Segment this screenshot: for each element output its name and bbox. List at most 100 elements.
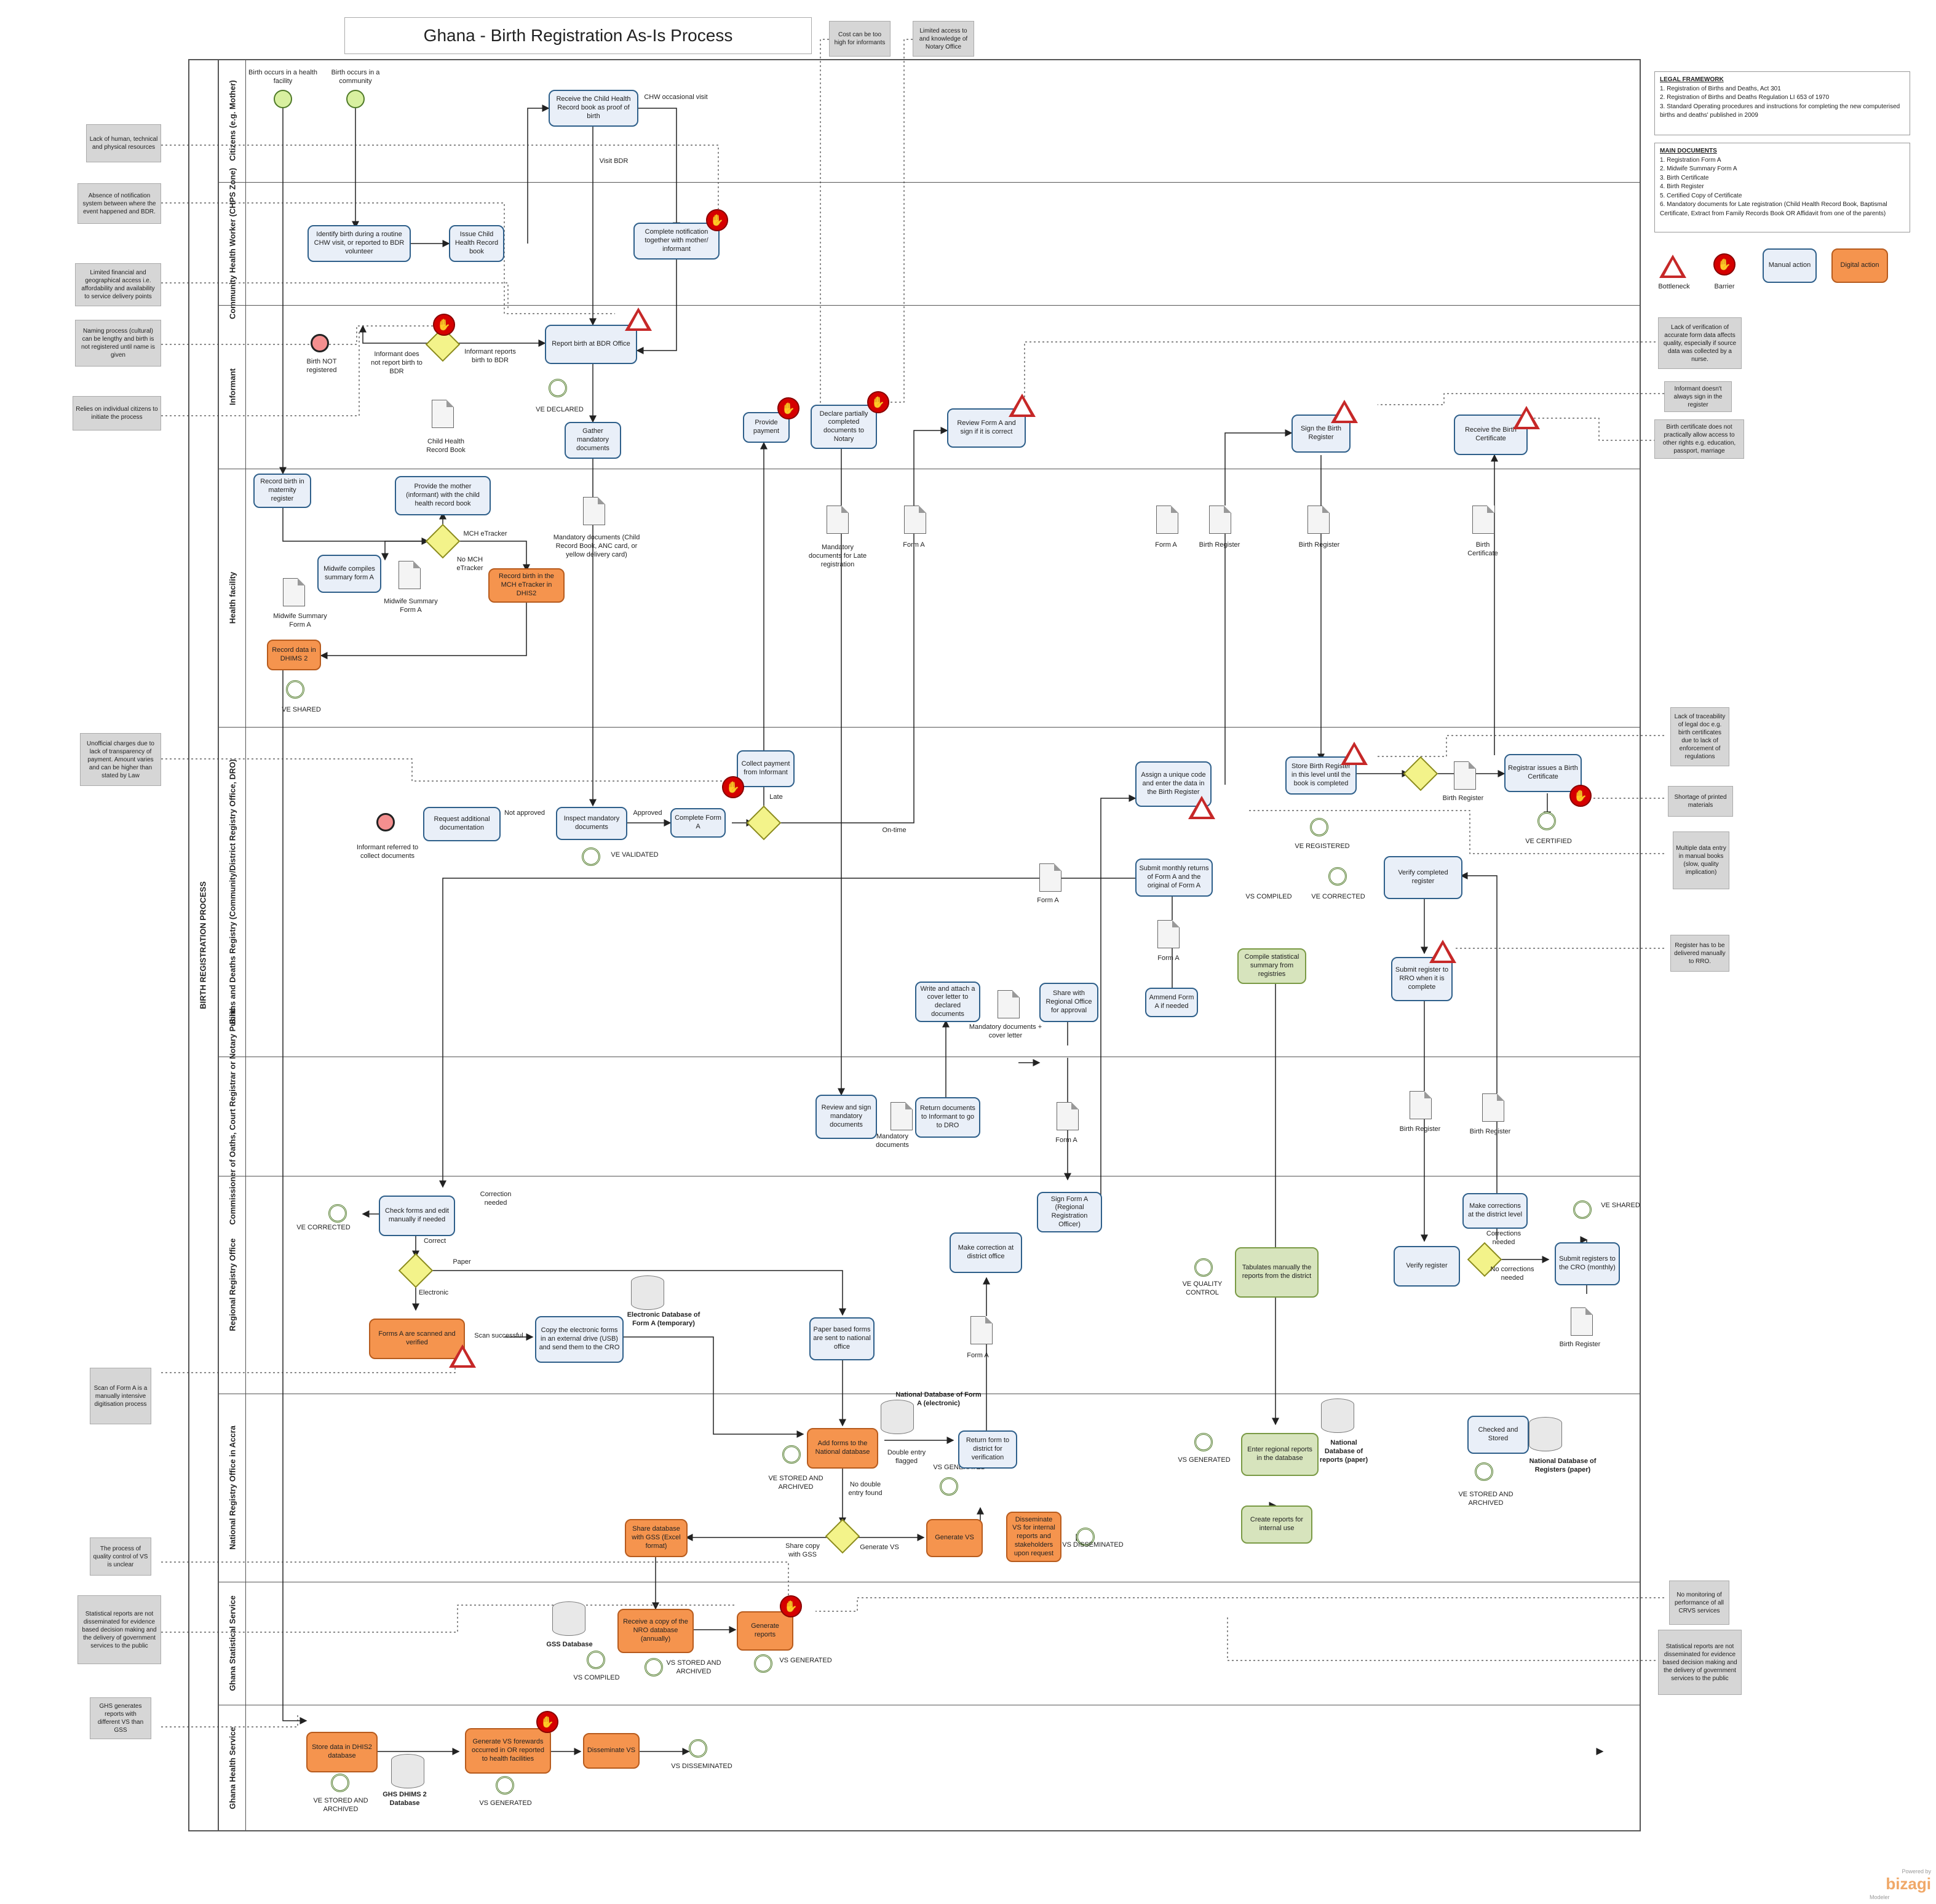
task-correction-district[interactable]: Make correction at district office <box>950 1232 1022 1273</box>
document-birth-register-6 <box>1571 1307 1593 1336</box>
task-return-docs[interactable]: Return documents to Informant to go to D… <box>915 1097 980 1138</box>
task-declare-partially[interactable]: Declare partially completed documents to… <box>811 405 877 449</box>
label-ghs-db: GHS DHIMS 2 Database <box>383 1791 427 1807</box>
label-birth-certificate: Birth Certificate <box>1467 541 1498 557</box>
document-midwife-summary-left <box>283 578 305 606</box>
task-provide-payment[interactable]: Provide payment <box>743 412 790 443</box>
document-form-a-5 <box>1057 1102 1079 1130</box>
task-amend-form[interactable]: Ammend Form A if needed <box>1145 988 1198 1017</box>
task-sign-form-a[interactable]: Sign Form A (Regional Registration Offic… <box>1037 1192 1102 1232</box>
task-add-forms[interactable]: Add forms to the National database <box>807 1428 878 1469</box>
task-make-corrections[interactable]: Make corrections at the district level <box>1462 1193 1528 1229</box>
task-collect-payment[interactable]: Collect payment from Informant <box>737 750 795 787</box>
task-midwife-compiles[interactable]: Midwife compiles summary form A <box>317 555 381 593</box>
label-vs-compiled: VS COMPILED <box>1245 893 1292 900</box>
task-store-dhis2[interactable]: Store data in DHIS2 database <box>306 1732 378 1772</box>
document-birth-register-5 <box>1482 1093 1504 1122</box>
task-provide-mother[interactable]: Provide the mother (informant) with the … <box>395 476 491 515</box>
task-record-dhims[interactable]: Record data in DHIMS 2 <box>267 640 321 670</box>
bottleneck-icon-submit <box>1429 940 1456 963</box>
task-verify-reg[interactable]: Verify register <box>1394 1246 1460 1287</box>
label-generate-vs: Generate VS <box>860 1544 899 1551</box>
task-write-cover[interactable]: Write and attach a cover letter to decla… <box>915 982 980 1022</box>
document-birth-register-1 <box>1209 506 1231 534</box>
database-national-registers <box>1529 1417 1562 1451</box>
label-ve-shared-regional: VE SHARED <box>1601 1202 1640 1209</box>
task-checked-stored[interactable]: Checked and Stored <box>1467 1416 1529 1454</box>
task-enter-regional[interactable]: Enter regional reports in the database <box>1241 1433 1319 1476</box>
task-submit-rro[interactable]: Submit register to RRO when it is comple… <box>1391 957 1453 1001</box>
task-submit-cro[interactable]: Submit registers to the CRO (monthly) <box>1555 1242 1620 1285</box>
task-verify-register[interactable]: Verify completed register <box>1384 856 1462 899</box>
label-form-a-3: Form A <box>1037 897 1059 904</box>
task-submit-monthly[interactable]: Submit monthly returns of Form A and the… <box>1135 859 1213 897</box>
task-disseminate-vs[interactable]: Disseminate VS <box>583 1733 640 1769</box>
task-assign-code[interactable]: Assign a unique code and enter the data … <box>1135 761 1212 807</box>
start-event-health-facility <box>274 90 292 108</box>
task-generate-forewords[interactable]: Generate VS forewards occurred in OR rep… <box>465 1728 551 1774</box>
barrier-icon-notification: ✋ <box>706 209 728 231</box>
label-vs-stored-gss: VS STORED AND ARCHIVED <box>666 1659 721 1675</box>
label-ve-stored-ghs: VE STORED AND ARCHIVED <box>313 1797 368 1813</box>
document-birth-register-4 <box>1410 1091 1432 1119</box>
task-report-birth[interactable]: Report birth at BDR Office <box>545 325 637 364</box>
note-informant-not-sign: Informant doesn't always sign in the reg… <box>1664 381 1732 412</box>
document-midwife-summary-right <box>399 561 421 589</box>
lane-label-citizens: Citizens (e.g. Mother) <box>219 59 246 182</box>
note-no-monitoring: No monitoring of performance of all CRVS… <box>1669 1581 1729 1625</box>
task-request-docs[interactable]: Request additional documentation <box>423 807 501 841</box>
task-copy-electronic[interactable]: Copy the electronic forms in an external… <box>535 1316 624 1363</box>
document-birth-register-2 <box>1307 506 1330 534</box>
note-limited-notary: Limited access to and knowledge of Notar… <box>913 21 974 57</box>
task-create-reports[interactable]: Create reports for internal use <box>1241 1505 1312 1544</box>
event-vs-compiled-gss <box>587 1651 605 1669</box>
task-return-district[interactable]: Return form to district for verification <box>958 1430 1017 1469</box>
task-share-gss[interactable]: Share database with GSS (Excel format) <box>625 1519 688 1557</box>
document-birth-register-3 <box>1454 761 1476 790</box>
brand-powered-by: Powered by <box>1902 1868 1931 1874</box>
bottleneck-icon-assign <box>1188 796 1215 819</box>
note-relies-citizens: Relies on individual citizens to initiat… <box>73 396 161 430</box>
label-child-health-book: Child Health Record Book <box>426 438 466 454</box>
task-generate-vs[interactable]: Generate VS <box>926 1519 983 1557</box>
task-compile-summary[interactable]: Compile statistical summary from registr… <box>1237 948 1306 984</box>
task-inspect-docs[interactable]: Inspect mandatory documents <box>556 807 627 840</box>
lane-regional <box>219 1176 1641 1394</box>
task-receive-chr[interactable]: Receive the Child Health Record book as … <box>549 90 638 127</box>
legend-manual-action: Manual action <box>1763 248 1817 283</box>
event-ve-stored-ghs <box>331 1774 349 1792</box>
note-multiple-entry: Multiple data entry in manual books (slo… <box>1673 831 1729 889</box>
pool-label: BIRTH REGISTRATION PROCESS <box>188 59 219 1831</box>
task-identify-birth[interactable]: Identify birth during a routine CHW visi… <box>307 225 411 262</box>
lane-notary <box>219 1057 1641 1176</box>
task-share-regional[interactable]: Share with Regional Office for approval <box>1039 983 1098 1022</box>
label-ve-quality: VE QUALITY CONTROL <box>1182 1280 1223 1296</box>
bottleneck-icon-report <box>625 307 652 331</box>
task-registrar-issues[interactable]: Registrar issues a Birth Certificate <box>1504 754 1582 792</box>
task-gather-docs[interactable]: Gather mandatory documents <box>565 422 621 459</box>
task-review-sign[interactable]: Review and sign mandatory documents <box>815 1095 877 1139</box>
label-vs-compiled-gss: VS COMPILED <box>573 1674 620 1681</box>
legend-digital-action: Digital action <box>1831 248 1888 283</box>
label-ve-corrected-regional: VE CORRECTED <box>296 1224 351 1231</box>
task-tabulate[interactable]: Tabulates manually the reports from the … <box>1235 1247 1319 1298</box>
lane-label-ghs: Ghana Health Service <box>219 1705 246 1831</box>
task-disseminate-internal[interactable]: Disseminate VS for internal reports and … <box>1006 1512 1061 1562</box>
label-vs-generated-national: VS GENERATED <box>1178 1456 1231 1464</box>
task-record-dhis2-mch[interactable]: Record birth in the MCH eTracker in DHIS… <box>488 568 565 603</box>
event-ve-validated <box>582 847 600 866</box>
task-record-maternity[interactable]: Record birth in maternity register <box>253 474 311 508</box>
task-paper-forms[interactable]: Paper based forms are sent to national o… <box>809 1317 875 1360</box>
label-ve-validated: VE VALIDATED <box>611 851 659 859</box>
task-receive-nro[interactable]: Receive a copy of the NRO database (annu… <box>617 1609 694 1653</box>
task-complete-notification[interactable]: Complete notification together with moth… <box>633 223 720 260</box>
task-check-forms[interactable]: Check forms and edit manually if needed <box>379 1196 455 1236</box>
bottleneck-icon-sign <box>1331 400 1358 423</box>
task-issue-chr[interactable]: Issue Child Health Record book <box>449 225 504 262</box>
label-double-entry: Double entry flagged <box>887 1449 926 1465</box>
task-generate-reports[interactable]: Generate reports <box>737 1611 793 1651</box>
task-complete-form-a[interactable]: Complete Form A <box>670 808 726 838</box>
label-vs-generated-gss: VS GENERATED <box>779 1657 832 1664</box>
database-national-form-a <box>881 1400 914 1434</box>
label-electronic-db: Electronic Database of Form A (temporary… <box>627 1311 700 1327</box>
